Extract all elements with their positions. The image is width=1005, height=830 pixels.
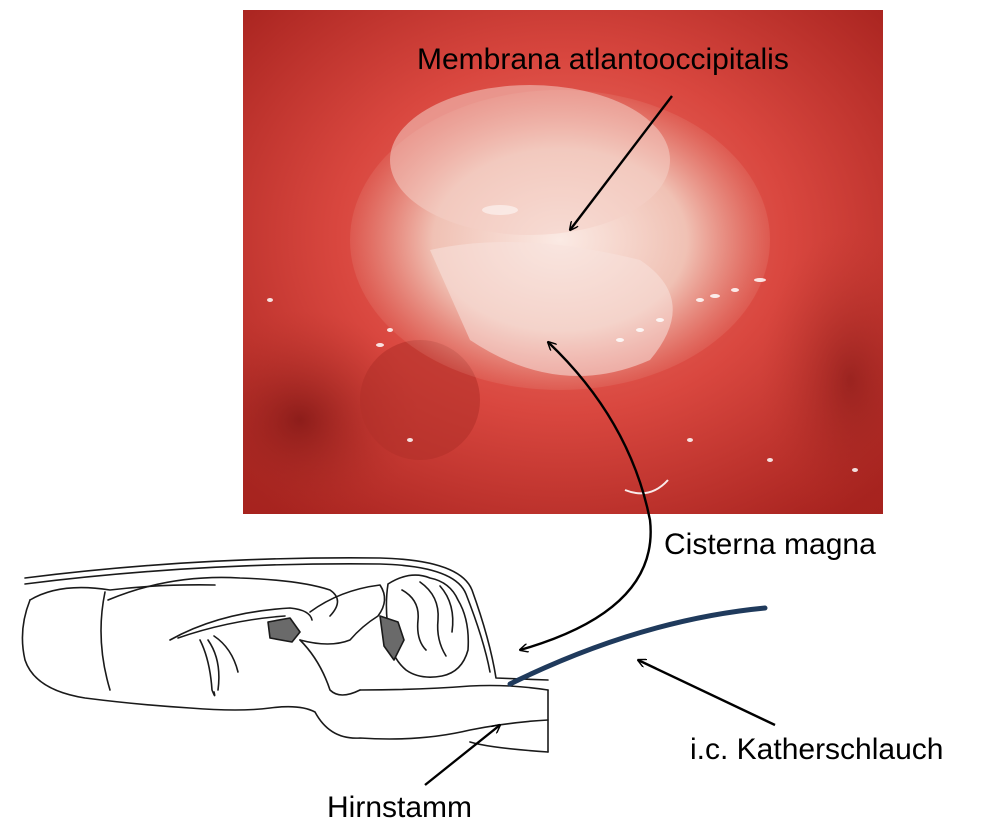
arrow-brainstem bbox=[425, 725, 500, 785]
arrow-catheter bbox=[638, 660, 775, 725]
label-brainstem: Hirnstamm bbox=[327, 793, 472, 823]
catheter-tube bbox=[510, 608, 765, 684]
label-membrana-atlantooccipitalis: Membrana atlantooccipitalis bbox=[417, 45, 789, 75]
brain-sagittal-drawing bbox=[22, 558, 548, 752]
surgical-photo bbox=[180, 10, 940, 530]
label-cisterna-magna: Cisterna magna bbox=[664, 530, 876, 560]
label-catheter: i.c. Katherschlauch bbox=[690, 735, 943, 765]
skull-outline-inner bbox=[25, 564, 490, 672]
brainstem-outline bbox=[360, 686, 548, 691]
